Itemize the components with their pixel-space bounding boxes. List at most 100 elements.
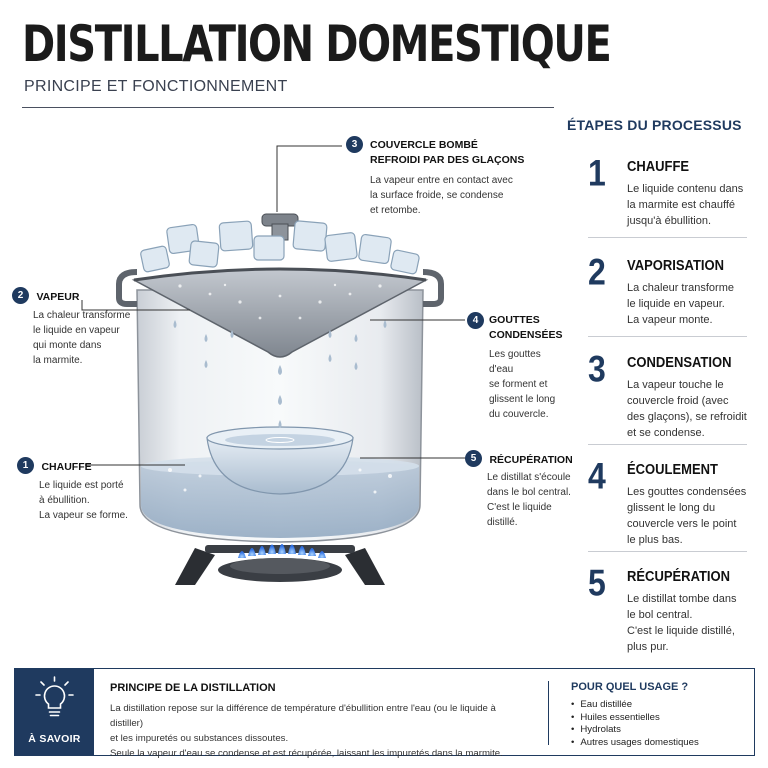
usage-list: Eau distillée Huiles essentielles Hydrol…	[571, 699, 699, 750]
step-number: 4	[588, 455, 606, 497]
callout-title: GOUTTES	[489, 314, 540, 326]
callout-3: 3 COUVERCLE BOMBÉ REFROIDI PAR DES GLAÇO…	[346, 136, 546, 216]
step-number: 5	[588, 562, 606, 604]
callout-text: La vapeur entre en contact avec	[370, 175, 513, 186]
callout-number: 5	[465, 450, 482, 468]
callout-text: le liquide en vapeur	[33, 325, 120, 336]
step-title: VAPORISATION	[627, 257, 725, 274]
step-number: 2	[588, 251, 606, 293]
callout-text: la marmite.	[33, 355, 83, 366]
step-text-line: La vapeur monte.	[627, 314, 713, 326]
callout-text: Les gouttes d'eau	[489, 349, 541, 375]
step-text-line: et se condense.	[627, 427, 705, 439]
step-text-line: des glaçons), se refroidit	[627, 411, 747, 423]
step-text-line: La vapeur touche le	[627, 379, 724, 391]
callout-title: VAPEUR	[36, 291, 80, 303]
step-title: CONDENSATION	[627, 354, 732, 371]
callout-title: RÉCUPÉRATION	[489, 454, 573, 466]
callout-text: à ébullition.	[39, 495, 90, 506]
principle-line: La distillation repose sur la différence…	[110, 703, 496, 729]
step-divider	[588, 237, 747, 238]
step-text-line: Les gouttes condensées	[627, 486, 747, 498]
callout-text: du couvercle.	[489, 409, 549, 420]
step-text-line: plus pur.	[627, 641, 669, 653]
step-number: 3	[588, 348, 606, 390]
savoir-label: À SAVOIR	[28, 733, 81, 745]
step-text-line: couvercle vers le point	[627, 518, 737, 530]
callout-2: 2 VAPEUR La chaleur transforme le liquid…	[12, 287, 132, 366]
page-subtitle: PRINCIPE ET FONCTIONNEMENT	[24, 78, 288, 95]
step-text-line: le bol central.	[627, 609, 693, 621]
callout-title: REFROIDI PAR DES GLAÇONS	[370, 154, 525, 166]
principle-line: Seule la vapeur d'eau se condense et est…	[110, 748, 503, 759]
callout-number: 3	[346, 136, 363, 154]
collection-bowl	[206, 426, 354, 495]
condensed-drops	[173, 320, 387, 428]
step-text: Les gouttes condensées glissent le long …	[627, 484, 752, 548]
callout-text: Le liquide est porté	[39, 480, 124, 491]
callout-text: distillé.	[487, 517, 518, 528]
callout-4: 4 GOUTTES CONDENSÉES Les gouttes d'eau s…	[467, 312, 567, 420]
lightbulb-icon	[35, 676, 74, 717]
callout-title: CONDENSÉES	[489, 329, 563, 341]
principle-title: PRINCIPE DE LA DISTILLATION	[110, 682, 276, 694]
callout-number: 2	[12, 287, 29, 305]
step-divider	[588, 444, 747, 445]
pot-body	[116, 269, 444, 543]
callout-number: 4	[467, 312, 484, 330]
savoir-badge: À SAVOIR	[15, 669, 94, 755]
callout-leaders	[81, 145, 465, 466]
usage-item: Autres usages domestiques	[571, 737, 698, 750]
step-text-line: la marmite est chauffé	[627, 199, 736, 211]
flame-icon	[238, 544, 326, 558]
title-divider	[22, 107, 554, 108]
step-number: 1	[588, 152, 606, 194]
step-text-line: Le distillat tombe dans	[627, 593, 737, 605]
usage-item: Eau distillée	[571, 699, 699, 712]
steps-heading: ÉTAPES DU PROCESSUS	[567, 117, 742, 133]
step-text-line: le liquide en vapeur.	[627, 298, 725, 310]
step-text-line: jusqu'à ébullition.	[627, 215, 712, 227]
step-title: CHAUFFE	[627, 158, 690, 175]
usage-title: POUR QUEL USAGE ?	[571, 681, 689, 693]
step-text-line: couvercle froid (avec	[627, 395, 729, 407]
principle-line: et les impuretés ou substances dissoutes…	[110, 733, 289, 744]
usage-item: Hydrolats	[571, 724, 699, 737]
callout-text: Le distillat s'écoule	[487, 472, 571, 483]
step-text: Le liquide contenu dans la marmite est c…	[627, 181, 752, 229]
info-box: À SAVOIR PRINCIPE DE LA DISTILLATION La …	[14, 668, 755, 759]
step-title: RÉCUPÉRATION	[627, 568, 731, 585]
step-text: La vapeur touche le couvercle froid (ave…	[627, 377, 752, 441]
callout-text: se forment et	[489, 379, 548, 390]
usage-item: Huiles essentielles	[571, 712, 699, 725]
callout-5: 5 RÉCUPÉRATION Le distillat s'écoule dan…	[465, 450, 575, 528]
callout-text: qui monte dans	[33, 340, 102, 351]
step-title: ÉCOULEMENT	[627, 461, 718, 478]
callout-text: et retombe.	[370, 205, 421, 216]
ice-cubes	[140, 220, 420, 275]
step-divider	[588, 336, 747, 337]
page-title: DISTILLATION DOMESTIQUE	[22, 16, 612, 74]
info-divider	[548, 681, 549, 745]
step-text: La chaleur transforme le liquide en vape…	[627, 280, 752, 328]
callout-text: dans le bol central.	[487, 487, 571, 498]
principle-text: La distillation repose sur la différence…	[110, 701, 530, 761]
callout-text: glissent le long	[489, 394, 556, 405]
callout-text: la surface froide, se condense	[370, 190, 504, 201]
stove	[175, 545, 385, 585]
step-divider	[588, 551, 747, 552]
callout-text: La vapeur se forme.	[39, 510, 128, 521]
callout-number: 1	[17, 457, 34, 475]
step-text-line: Le liquide contenu dans	[627, 183, 744, 195]
step-text-line: La chaleur transforme	[627, 282, 734, 294]
step-text-line: le plus bas.	[627, 534, 683, 546]
step-text-line: glissent le long du	[627, 502, 716, 514]
step-text-line: C'est le liquide distillé,	[627, 625, 735, 637]
callout-text: C'est le liquide	[487, 502, 552, 513]
callout-title: CHAUFFE	[41, 461, 92, 473]
callout-title: COUVERCLE BOMBÉ	[370, 139, 478, 151]
callout-text: La chaleur transforme	[33, 310, 131, 321]
pot-illustration	[81, 145, 465, 585]
domed-lid	[131, 213, 429, 358]
callout-1: 1 CHAUFFE Le liquide est porté à ébullit…	[17, 457, 137, 521]
